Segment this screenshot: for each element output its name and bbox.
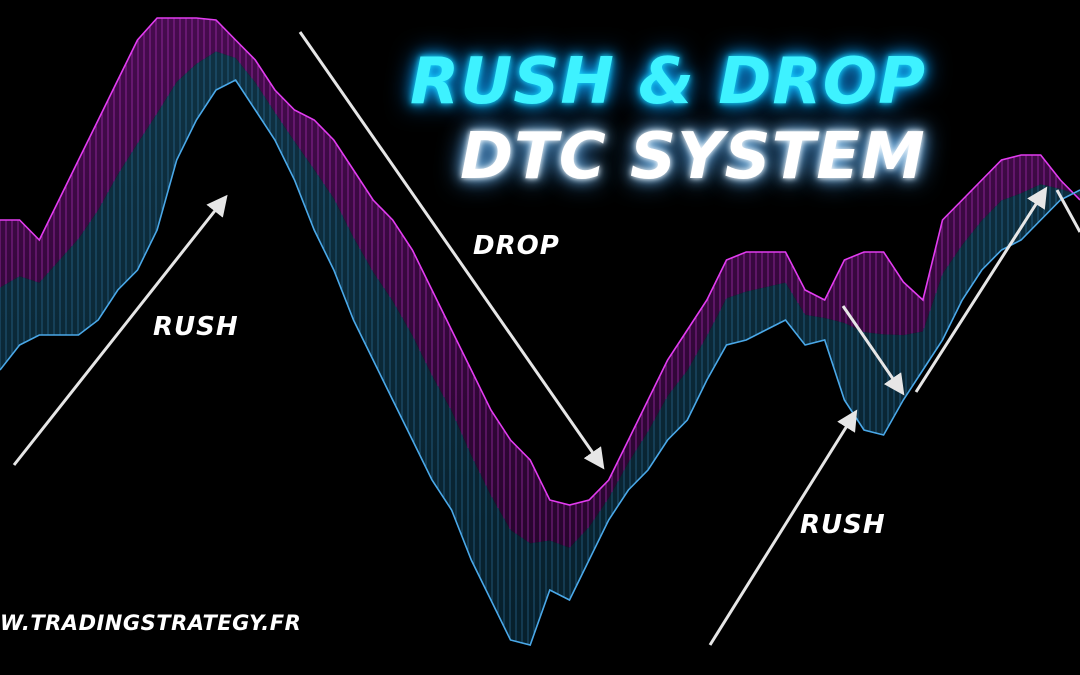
upper-line [0,17,1080,506]
website-watermark: W.TRADINGSTRATEGY.FR [0,611,302,635]
trend-arrows [12,31,1080,646]
rush-label-right: RUSH [800,510,886,540]
rush-arrow-left [12,194,228,466]
lower-line [0,78,1080,646]
rush-arrow-right [708,409,858,646]
small-rush-arrow [914,186,1048,393]
title-line-2: DTC SYSTEM [460,120,926,194]
edge-drop-arrow [1055,189,1080,233]
channel-bands [0,17,1080,646]
lower-band-fill [0,51,1080,645]
drop-arrow [298,31,605,470]
rush-label-left: RUSH [153,312,239,342]
small-drop-arrow [841,305,905,396]
title-line-1: RUSH & DROP [410,45,926,119]
drop-label: DROP [473,231,560,261]
